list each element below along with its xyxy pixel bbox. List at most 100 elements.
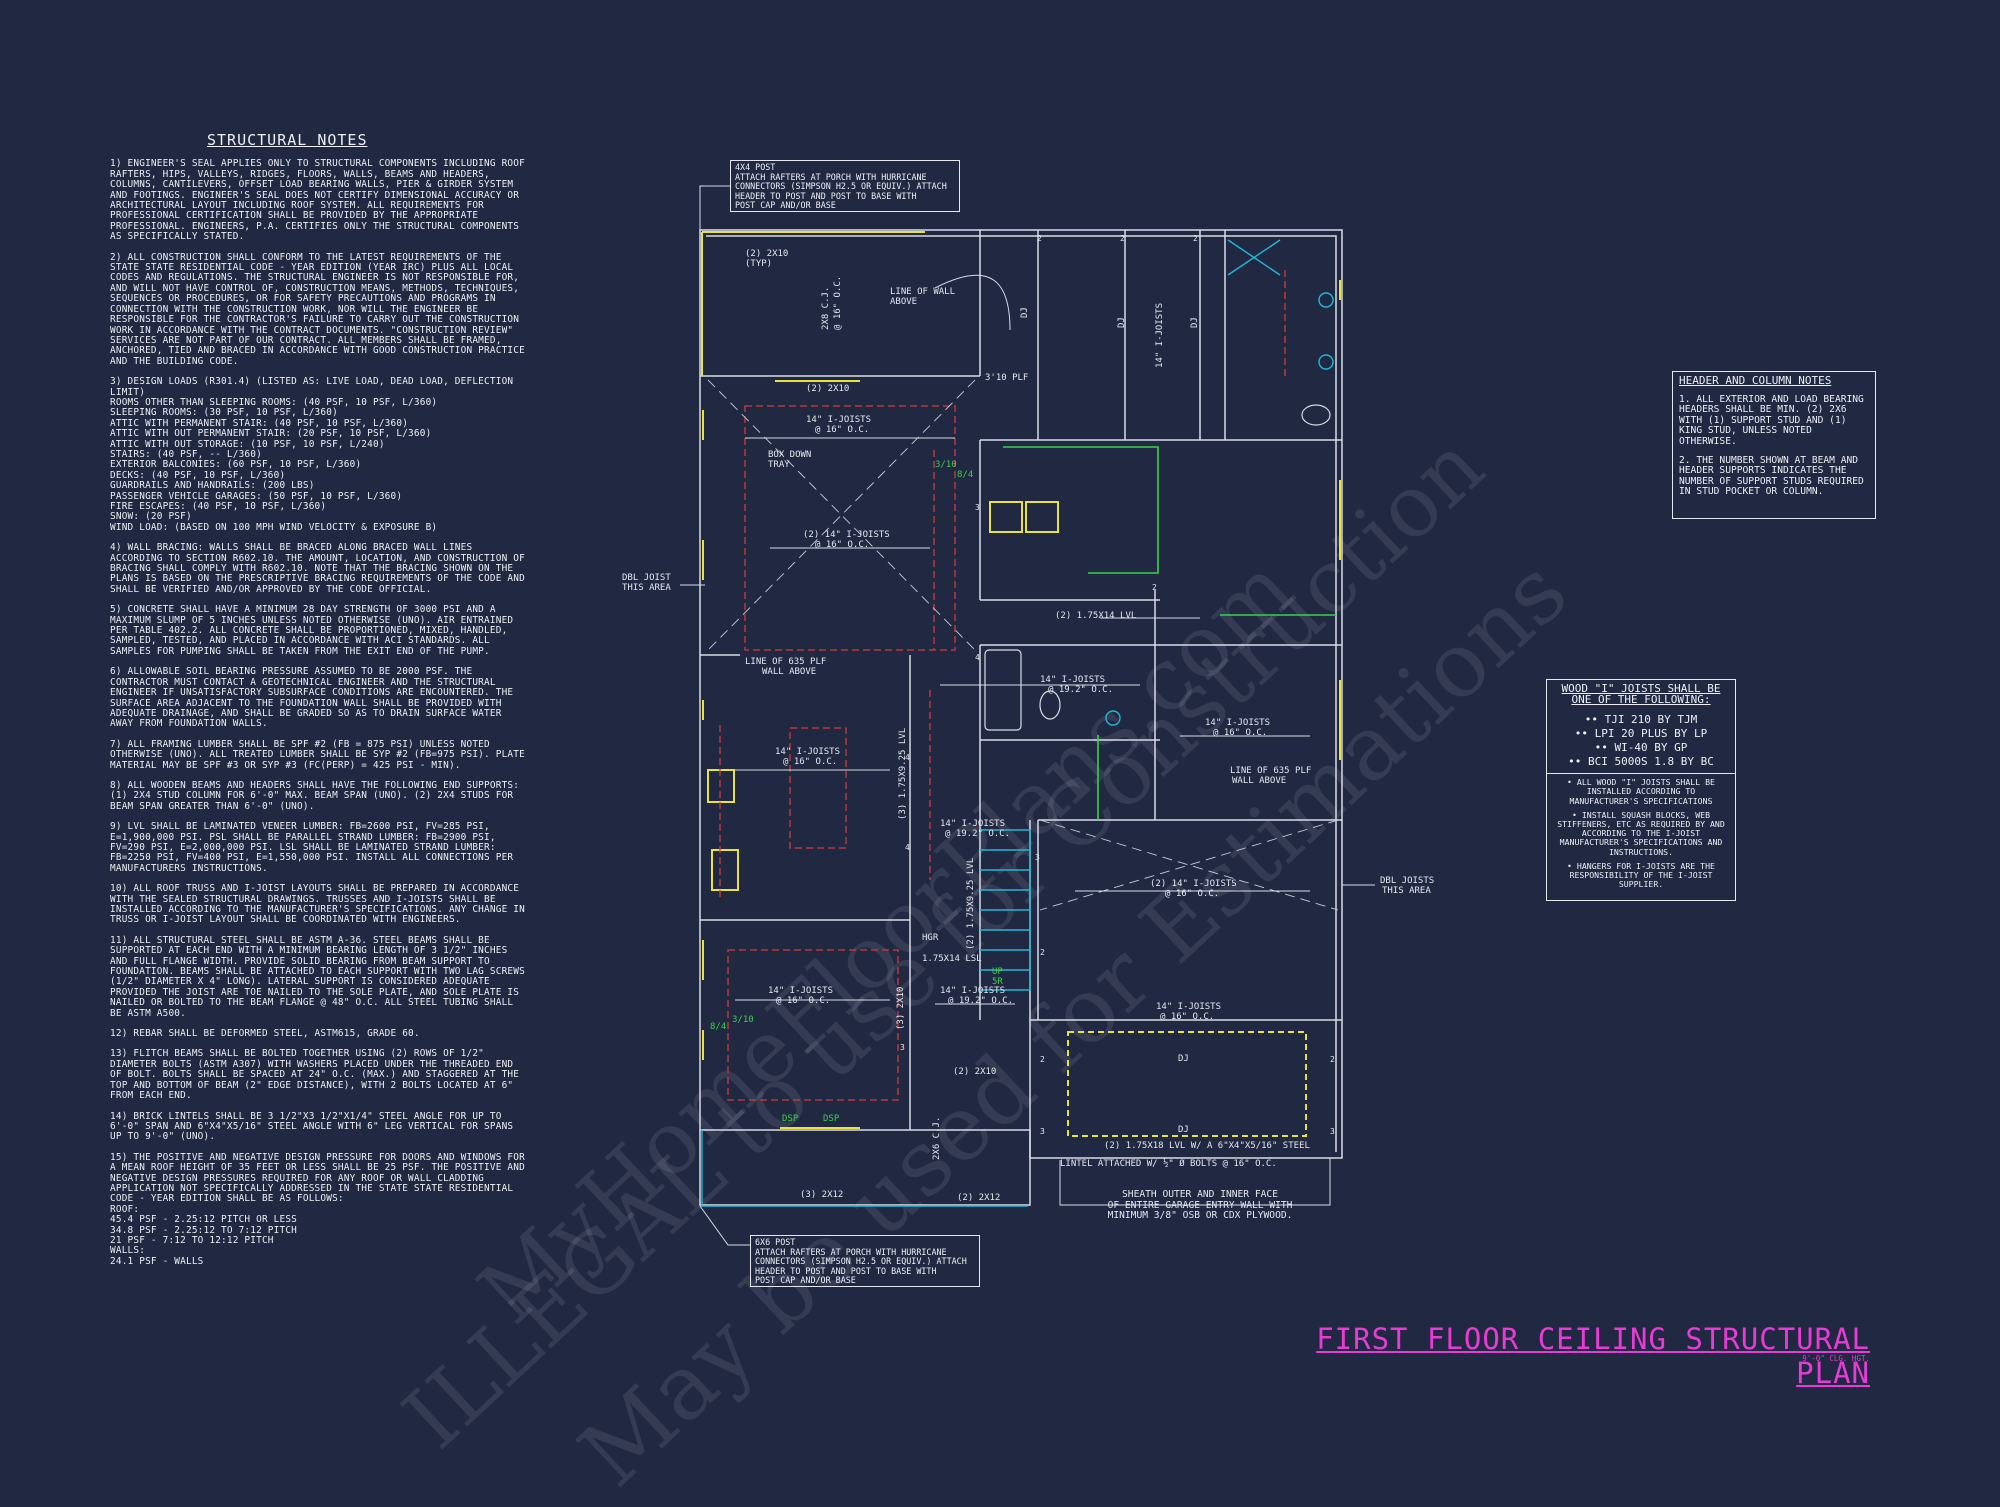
label-dj-3: DJ bbox=[1190, 317, 1200, 328]
red-tray-1 bbox=[744, 405, 956, 651]
yellow-range bbox=[711, 849, 739, 891]
label-lintel: LINTEL ATTACHED w/ ½" Ø BOLTS @ 16" O.C. bbox=[1060, 1158, 1277, 1169]
post-callout-bottom: 6x6 POST ATTACH RAFTERS AT PORCH WITH HU… bbox=[750, 1235, 980, 1287]
label-line-635-2: WALL ABOVE bbox=[762, 667, 816, 677]
yellow-garage-beam bbox=[1067, 1031, 1307, 1137]
note-2: 2) ALL CONSTRUCTION SHALL CONFORM TO THE… bbox=[110, 251, 525, 367]
yellow-cooktop bbox=[707, 769, 735, 803]
green-laundry bbox=[1003, 446, 1159, 574]
note-9: 9) LVL SHALL BE LAMINATED VENEER LUMBER:… bbox=[110, 821, 514, 874]
post-callout-top-text: 4x4 POST ATTACH RAFTERS AT PORCH WITH HU… bbox=[735, 162, 947, 211]
leader-sheath bbox=[1059, 1158, 1331, 1206]
sink-3 bbox=[1105, 710, 1121, 726]
stud-count-15: 4 bbox=[905, 843, 910, 852]
label-hall-joists: 14" I-JOISTS bbox=[1205, 718, 1270, 728]
sink-1 bbox=[1318, 292, 1334, 308]
toilet-2 bbox=[1301, 404, 1331, 426]
stud-counts: 2 2 2 3 2 4 3 2 3 2 2 3 3 4 4 bbox=[900, 234, 1335, 1136]
stud-count-2: 2 bbox=[1120, 234, 1125, 243]
joist-option-4: •• BCI 5000s 1.8 BY BC bbox=[1568, 755, 1714, 769]
plan-labels: (2) 2x10 (TYP) LINE OF WALL ABOVE 3'10 P… bbox=[622, 249, 1434, 1203]
label-two-joists-oc: @ 16" O.C. bbox=[815, 540, 869, 550]
cyan-stairs bbox=[701, 239, 1334, 1207]
joist-notes-divider bbox=[1547, 773, 1735, 775]
tub bbox=[984, 649, 1022, 731]
post-callout-top: 4x4 POST ATTACH RAFTERS AT PORCH WITH HU… bbox=[730, 160, 960, 212]
label-stair-oc: @ 19.2" O.C. bbox=[945, 829, 1010, 839]
walls bbox=[699, 229, 1343, 1206]
yellow-washer bbox=[989, 501, 1023, 533]
label-8-4-bottom: 8/4 bbox=[710, 1022, 726, 1032]
label-line-wall-1: LINE OF WALL bbox=[890, 287, 955, 297]
label-2x12-b: (2) 2x12 bbox=[957, 1193, 1000, 1203]
fixtures bbox=[984, 404, 1331, 731]
note-13: 13) FLITCH BEAMS SHALL BE BOLTED TOGETHE… bbox=[110, 1048, 520, 1102]
tray-diagonals bbox=[707, 379, 1339, 911]
label-line-635-1: LINE OF 635 PLF bbox=[745, 657, 826, 667]
label-dsp-1: DSP bbox=[782, 1114, 799, 1124]
joist-notes-heading: WOOD "I" JOISTS SHALL BE ONE OF THE FOLL… bbox=[1561, 682, 1721, 706]
label-dbl-joist-1: DBL JOIST bbox=[622, 573, 671, 583]
stud-count-10: 2 bbox=[1040, 1055, 1045, 1064]
label-hgr: HGR bbox=[922, 933, 939, 943]
leader-post-bottom bbox=[699, 1205, 750, 1246]
label-bath-oc: @ 19.2" O.C. bbox=[1048, 685, 1113, 695]
label-dj-garage-2: DJ bbox=[1178, 1125, 1189, 1135]
exterior-wall-inner bbox=[706, 235, 1337, 1152]
label-line-635-hall-1: LINE OF 635 PLF bbox=[1230, 766, 1311, 776]
label-ceiling-2x8-oc: @ 16" O.C. bbox=[833, 276, 843, 330]
green-lines bbox=[1003, 446, 1336, 820]
leader-line-wall bbox=[934, 274, 1011, 331]
note-8: 8) ALL WOODEN BEAMS AND HEADERS SHALL HA… bbox=[110, 779, 520, 812]
label-ceiling-2x8: 2x8 C.J. bbox=[821, 287, 831, 330]
joist-option-2: •• LPI 20 PLUS BY LP bbox=[1574, 727, 1708, 741]
label-dbl-joist-2: THIS AREA bbox=[622, 583, 671, 593]
drawing-title: FIRST FLOOR CEILING STRUCTURAL PLAN bbox=[1316, 1322, 1870, 1390]
label-dsp-2: DSP bbox=[823, 1114, 840, 1124]
label-two-joists-lower: (2) 14" I-JOISTS bbox=[1150, 879, 1237, 889]
note-3: 3) DESIGN LOADS (R301.4) (LISTED AS: LIV… bbox=[110, 376, 514, 533]
label-lvl-garage: (2) 1.75x18 LVL w/ A 6"x4"x5/16" STEEL bbox=[1104, 1141, 1310, 1151]
label-foyer-joists: 14" I-JOISTS bbox=[940, 986, 1005, 996]
label-stair-joists: 14" I-JOISTS bbox=[940, 819, 1005, 829]
label-5r: 5R bbox=[992, 977, 1003, 987]
label-porch-2x10: (2) 2x10 bbox=[806, 384, 849, 394]
label-hall-oc: @ 16" O.C. bbox=[1213, 728, 1267, 738]
label-plf-310: 3'10 PLF bbox=[985, 373, 1028, 383]
note-6: 6) ALLOWABLE SOIL BEARING PRESSURE ASSUM… bbox=[110, 666, 514, 730]
header-note-2: 2. THE NUMBER SHOWN AT BEAM AND HEADER S… bbox=[1679, 454, 1864, 498]
stud-count-13: 3 bbox=[1330, 1127, 1335, 1136]
toilet-1 bbox=[1039, 690, 1061, 720]
label-lsl: 1.75x14 LSL bbox=[922, 954, 982, 964]
label-box-down-2: TRAY bbox=[768, 460, 790, 470]
label-3-10-bottom: 3/10 bbox=[732, 1015, 754, 1025]
stud-count-8: 2 bbox=[1040, 948, 1045, 957]
label-2x10-v: (3) 2x10 bbox=[896, 987, 906, 1030]
label-bath-joists: 14" I-JOISTS bbox=[1040, 675, 1105, 685]
stud-count-1: 2 bbox=[1037, 234, 1042, 243]
red-kitchen-island bbox=[789, 727, 847, 849]
porch-edge bbox=[701, 1130, 1028, 1207]
note-11: 11) ALL STRUCTURAL STEEL SHALL BE ASTM A… bbox=[110, 934, 525, 1019]
joist-note-1: • ALL WOOD "I" JOISTS SHALL BE INSTALLED… bbox=[1567, 777, 1715, 806]
joist-option-1: •• TJI 210 BY TJM bbox=[1584, 713, 1698, 727]
label-two-joists-lower-oc: @ 16" O.C. bbox=[1165, 889, 1219, 899]
label-joists-tray: 14" I-JOISTS bbox=[806, 415, 871, 425]
porch-bottom bbox=[699, 1130, 1031, 1206]
joist-note-3: • HANGERS FOR I-JOISTS ARE THE RESPONSIB… bbox=[1567, 860, 1715, 890]
leader-post-top bbox=[699, 185, 730, 232]
yellow-members bbox=[701, 231, 1341, 1137]
sink-2 bbox=[1318, 354, 1334, 370]
label-3-10-top: 3/10 bbox=[935, 460, 957, 470]
label-oc-tray: @ 16" O.C. bbox=[815, 425, 869, 435]
note-5: 5) CONCRETE SHALL HAVE A MINIMUM 28 DAY … bbox=[110, 604, 514, 657]
joist-note-2: • INSTALL SQUASH BLOCKS, WEB STIFFENERS,… bbox=[1557, 809, 1725, 857]
label-2x12-a: (3) 2x12 bbox=[800, 1190, 843, 1200]
yellow-dryer bbox=[1025, 501, 1059, 533]
joist-option-3: •• WI-40 BY GP bbox=[1594, 741, 1688, 755]
label-dj-1: DJ bbox=[1020, 307, 1030, 318]
stud-count-7: 3 bbox=[1035, 853, 1040, 862]
label-garage-oc: @ 16" O.C. bbox=[1160, 1012, 1214, 1022]
red-dining bbox=[727, 949, 899, 1101]
stud-count-3: 2 bbox=[1193, 234, 1198, 243]
